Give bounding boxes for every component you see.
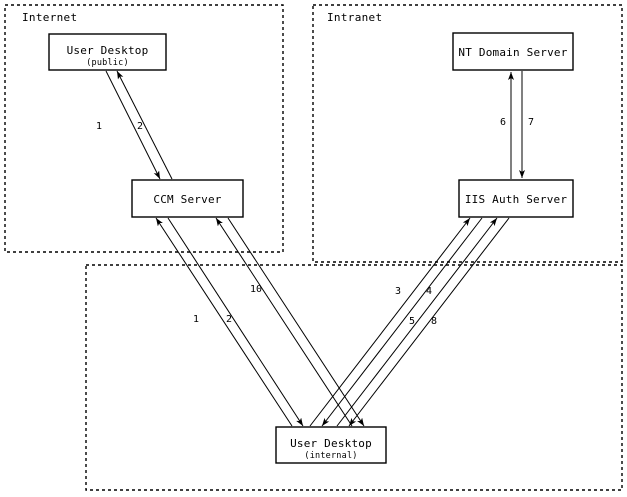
nt-domain-server-label: NT Domain Server xyxy=(458,46,567,59)
flow-8-line xyxy=(348,217,510,427)
zone-intranet: Intranet xyxy=(312,4,623,263)
ccm-server-label: CCM Server xyxy=(153,193,221,206)
user-desktop-internal-label: User Desktop xyxy=(290,437,372,450)
zone-internet-boundary xyxy=(4,4,284,253)
flow-1-internal-line xyxy=(155,217,293,427)
flow-2-internal-line xyxy=(167,217,304,427)
node-iis-auth-server[interactable]: IIS Auth Server xyxy=(458,179,574,218)
user-desktop-public-label: User Desktop xyxy=(67,44,149,57)
connector-iis-ntdomain: 6 7 xyxy=(500,71,534,179)
flow-1-internal-label: 1 xyxy=(193,314,199,325)
flow-2-public-line xyxy=(116,70,173,180)
flow-5-label: 5 xyxy=(409,316,415,327)
node-user-desktop-internal[interactable]: User Desktop (internal) xyxy=(275,426,387,464)
flow-7-label: 7 xyxy=(528,117,534,128)
flow-3-line xyxy=(309,217,471,427)
node-user-desktop-public[interactable]: User Desktop (public) xyxy=(48,33,167,71)
connector-internal-iis-34: 3 4 xyxy=(309,217,483,427)
flow-4-label: 4 xyxy=(426,286,432,297)
iis-auth-server-box[interactable] xyxy=(458,179,574,218)
flow-2-public-label: 2 xyxy=(137,121,143,132)
flow-6-label: 6 xyxy=(500,117,506,128)
node-nt-domain-server[interactable]: NT Domain Server xyxy=(452,32,574,71)
flow-2-internal-label: 2 xyxy=(226,314,232,325)
user-desktop-internal-sublabel: (internal) xyxy=(304,451,357,461)
zone-internet-label: Internet xyxy=(22,11,77,24)
flow-5-line xyxy=(336,217,498,427)
flow-1-public-line xyxy=(105,70,161,180)
connector-public-ccm: 1 2 xyxy=(96,70,173,180)
connector-internal-ccm-910: 10 xyxy=(215,217,365,427)
user-desktop-public-sublabel: (public) xyxy=(86,58,129,68)
connector-internal-iis-58: 5 8 xyxy=(336,217,510,427)
flow-8-label: 8 xyxy=(431,316,437,327)
flow-10-line xyxy=(227,217,365,427)
ccm-server-box[interactable] xyxy=(131,179,244,218)
zone-internet: Internet xyxy=(4,4,284,253)
flow-4-line xyxy=(321,217,483,427)
flow-3-label: 3 xyxy=(395,286,401,297)
flow-1-public-label: 1 xyxy=(96,121,102,132)
zone-intranet-label: Intranet xyxy=(327,11,382,24)
zone-lower-boundary xyxy=(85,264,623,491)
nt-domain-server-box[interactable] xyxy=(452,32,574,71)
zone-lower xyxy=(85,264,623,491)
user-desktop-internal-box[interactable] xyxy=(275,426,387,464)
zone-intranet-boundary xyxy=(312,4,623,263)
connector-internal-ccm-12: 1 2 xyxy=(155,217,304,427)
iis-auth-server-label: IIS Auth Server xyxy=(465,193,568,206)
flow-9-label: 10 xyxy=(250,284,262,295)
user-desktop-public-box[interactable] xyxy=(48,33,167,71)
node-ccm-server[interactable]: CCM Server xyxy=(131,179,244,218)
flow-9-line xyxy=(215,217,353,427)
